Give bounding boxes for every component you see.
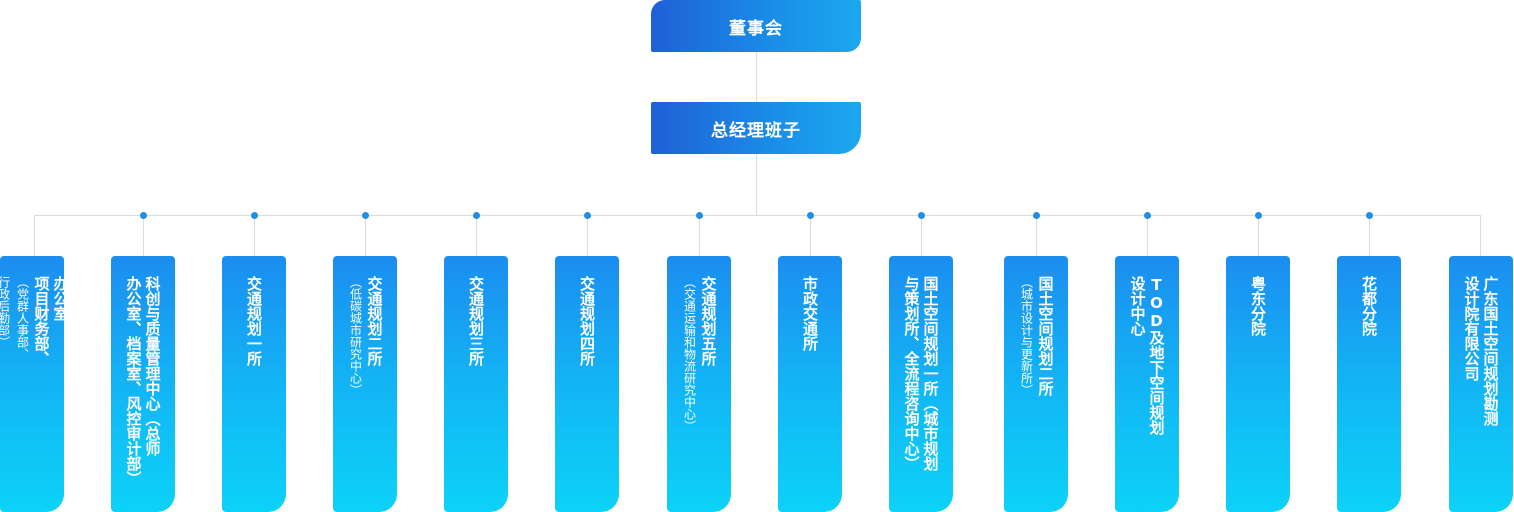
- department-connector: [365, 215, 366, 256]
- department-node: 国土空间规划二所（城市设计与更新所）: [1004, 256, 1068, 512]
- department-connector: [587, 215, 588, 256]
- board-connector: [756, 52, 757, 102]
- department-node: 办公室项目财务部、（党群人事部、行政后勤部）: [0, 256, 70, 512]
- department-node: 交通规划四所: [555, 256, 619, 512]
- department-name: 交通规划四所: [578, 276, 596, 366]
- branch-right-end: [1480, 215, 1481, 256]
- department-name: 交通规划五所: [699, 276, 718, 366]
- department-name: 项目财务部、: [32, 276, 51, 366]
- department-subtitle: （交通运输和物流研究中心）: [682, 276, 697, 432]
- connector-dot: [1255, 212, 1262, 219]
- department-name: 科创与质量管理中心（总师: [143, 276, 162, 456]
- department-name: 办公室、档案室、风控审计部）: [124, 276, 143, 486]
- connector-dot: [918, 212, 925, 219]
- management-connector: [756, 154, 757, 216]
- department-name: 花都分院: [1360, 276, 1378, 336]
- connector-dot: [473, 212, 480, 219]
- department-connector: [143, 215, 144, 256]
- department-node: 花都分院: [1337, 256, 1401, 512]
- board-label: 董事会: [729, 18, 783, 39]
- department-connector: [1258, 215, 1259, 256]
- department-node: 交通规划二所（低碳城市研究中心）: [333, 256, 397, 512]
- department-name: 交通规划二所: [365, 276, 384, 366]
- department-connector: [921, 215, 922, 256]
- department-subtitle: 行政后勤部）: [0, 276, 11, 348]
- branch-left-end: [34, 215, 35, 256]
- department-node: 科创与质量管理中心（总师办公室、档案室、风控审计部）: [111, 256, 175, 512]
- department-connector: [254, 215, 255, 256]
- department-name: 国土空间规划一所（城市规划: [921, 276, 940, 471]
- department-subtitle: （城市设计与更新所）: [1019, 276, 1034, 396]
- department-name: 市政交通所: [801, 276, 819, 351]
- department-name: 办公室: [51, 276, 70, 321]
- connector-dot: [1144, 212, 1151, 219]
- department-connector: [1147, 215, 1148, 256]
- department-connector: [810, 215, 811, 256]
- department-name: 粤东分院: [1249, 276, 1267, 336]
- department-node: TOD及地下空间规划设计中心: [1115, 256, 1179, 512]
- department-name: 广东国土空间规划勘测: [1481, 276, 1500, 426]
- department-connector: [1369, 215, 1370, 256]
- management-label: 总经理班子: [711, 120, 801, 141]
- department-connector: [1036, 215, 1037, 256]
- connector-dot: [696, 212, 703, 219]
- connector-dot: [140, 212, 147, 219]
- connector-dot: [1366, 212, 1373, 219]
- board-node: 董事会: [651, 0, 861, 52]
- department-node: 交通规划三所: [444, 256, 508, 512]
- department-name: 交通规划一所: [245, 276, 263, 366]
- department-subtitle: （低碳城市研究中心）: [348, 276, 363, 396]
- department-name: 与策划所、全流程咨询中心）: [902, 276, 921, 471]
- connector-dot: [1033, 212, 1040, 219]
- connector-dot: [362, 212, 369, 219]
- connector-dot: [584, 212, 591, 219]
- department-node: 交通规划一所: [222, 256, 286, 512]
- department-connector: [476, 215, 477, 256]
- department-name: 设计中心: [1128, 276, 1147, 336]
- department-node: 交通规划五所（交通运输和物流研究中心）: [667, 256, 731, 512]
- department-name: 交通规划三所: [467, 276, 485, 366]
- department-connector: [699, 215, 700, 256]
- department-subtitle: （党群人事部、: [15, 276, 30, 360]
- branch-line: [34, 215, 1481, 216]
- connector-dot: [807, 212, 814, 219]
- department-node: 国土空间规划一所（城市规划与策划所、全流程咨询中心）: [889, 256, 953, 512]
- management-node: 总经理班子: [651, 102, 861, 154]
- department-node: 广东国土空间规划勘测设计院有限公司: [1449, 256, 1513, 512]
- department-name: 设计院有限公司: [1462, 276, 1481, 381]
- department-name: 国土空间规划二所: [1036, 276, 1055, 396]
- department-node: 粤东分院: [1226, 256, 1290, 512]
- connector-dot: [251, 212, 258, 219]
- department-name: TOD及地下空间规划: [1147, 276, 1166, 435]
- department-node: 市政交通所: [778, 256, 842, 512]
